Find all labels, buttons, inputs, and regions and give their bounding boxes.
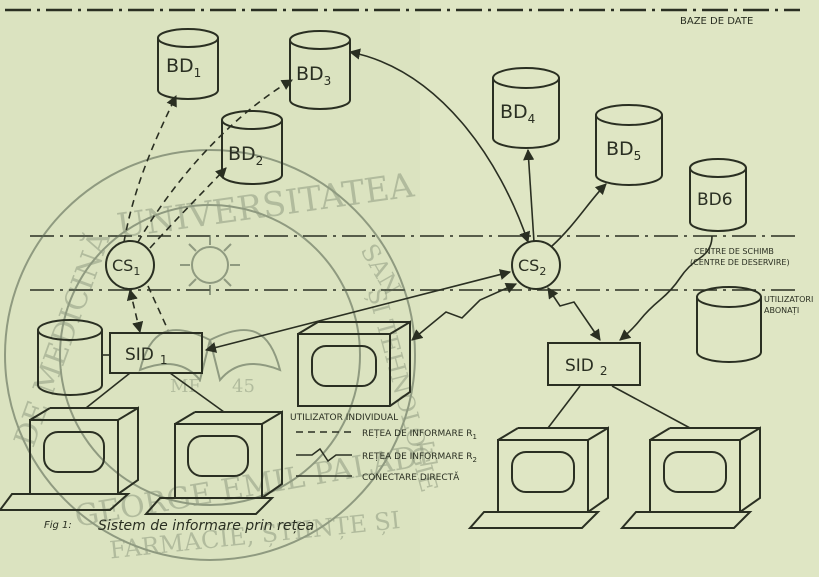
link-cs2-bd3 — [348, 48, 531, 244]
sid1-box: SID 1 — [109, 332, 203, 374]
bd4-sub: 4 — [528, 112, 536, 126]
database-bd5: BD5 — [595, 104, 663, 186]
subscribers-label-2: ABONAȚI — [764, 306, 799, 316]
databases-heading: BAZE DE DATE — [680, 16, 753, 27]
svg-text:BD1: BD1 — [166, 55, 201, 80]
link-cs1-bd1 — [123, 94, 177, 243]
terminal-right-1 — [467, 426, 609, 529]
legend-r1: REȚEA DE INFORMARE R — [362, 429, 473, 439]
individual-user-label: UTILIZATOR INDIVIDUAL — [290, 413, 398, 423]
cs2-sub: 2 — [539, 265, 546, 278]
cs1-label: CS — [112, 256, 133, 275]
connections — [85, 48, 713, 429]
seal-text-mid-left: MF — [170, 376, 201, 397]
link-sid2-terminal-2 — [611, 385, 691, 429]
svg-text:BD2: BD2 — [228, 143, 263, 168]
database-subscribers — [696, 286, 762, 363]
link-cs1-bd2 — [149, 167, 227, 249]
link-cs2-sid2 — [547, 287, 601, 341]
cs1-sub: 1 — [133, 265, 140, 278]
sid2-box: SID 2 — [547, 342, 641, 386]
bd2-label: BD — [228, 143, 256, 165]
terminal-center — [143, 410, 283, 515]
legend-r2: REȚEA DE INFORMARE R — [362, 452, 473, 462]
legend: REȚEA DE INFORMARE R1 REȚEA DE INFORMARE… — [296, 429, 477, 483]
database-bd1: BD1 — [157, 28, 219, 100]
svg-text:REȚEA DE INFORMARE R1: REȚEA DE INFORMARE R1 — [362, 429, 477, 441]
database-bd3: BD3 — [289, 30, 351, 110]
cs2-label: CS — [518, 256, 539, 275]
bd5-label: BD — [606, 138, 634, 160]
link-sid2-terminal-1 — [547, 385, 581, 429]
link-cs1-sid1-b — [147, 285, 169, 331]
svg-text:BD5: BD5 — [606, 138, 641, 163]
sid2-sub: 2 — [600, 364, 608, 378]
sid1-label: SID — [125, 345, 154, 365]
svg-text:BD3: BD3 — [296, 63, 331, 88]
bd6-label: BD6 — [697, 190, 733, 210]
terminal-left — [0, 406, 139, 511]
sid2-label: SID — [565, 356, 594, 376]
link-cs2-bd5 — [551, 183, 607, 247]
sid1-sub: 1 — [160, 353, 168, 367]
exchange-center-cs2: CS2 — [511, 240, 561, 290]
bd4-label: BD — [500, 101, 528, 123]
link-sid1-terminal-center — [169, 372, 225, 413]
link-sid1-terminal-left — [85, 372, 131, 409]
link-cs2-individual — [411, 282, 518, 341]
bd3-label: BD — [296, 63, 324, 85]
bd3-sub: 3 — [324, 74, 332, 88]
bd5-sub: 5 — [634, 149, 642, 163]
seal-text-mid-right: 45 — [232, 376, 255, 397]
terminal-right-2 — [619, 426, 761, 529]
database-local — [37, 319, 103, 396]
svg-text:REȚEA DE INFORMARE R2: REȚEA DE INFORMARE R2 — [362, 452, 477, 464]
link-cs2-bd4 — [523, 148, 535, 243]
bd1-sub: 1 — [194, 66, 202, 80]
bd2-sub: 2 — [256, 154, 264, 168]
legend-r1-sub: 1 — [473, 433, 477, 441]
subscribers-label: UTILIZATORI — [764, 295, 813, 304]
database-bd6: BD6 — [689, 158, 747, 232]
bd1-label: BD — [166, 55, 194, 77]
legend-r2-sub: 2 — [473, 456, 477, 464]
service-centers-label: (CENTRE DE DESERVIRE) — [690, 258, 790, 267]
legend-direct: CONECTARE DIRECTĂ — [362, 471, 460, 483]
link-sid2-bd6 — [619, 235, 713, 341]
exchange-centers-label: CENTRE DE SCHIMB — [694, 247, 774, 256]
svg-text:CS1: CS1 — [112, 256, 140, 278]
figure-number: Fig 1: — [44, 520, 72, 531]
link-cs1-bd3 — [137, 79, 293, 243]
figure-caption: Sistem de informare prin rețea — [98, 518, 314, 534]
svg-text:CS2: CS2 — [518, 256, 546, 278]
